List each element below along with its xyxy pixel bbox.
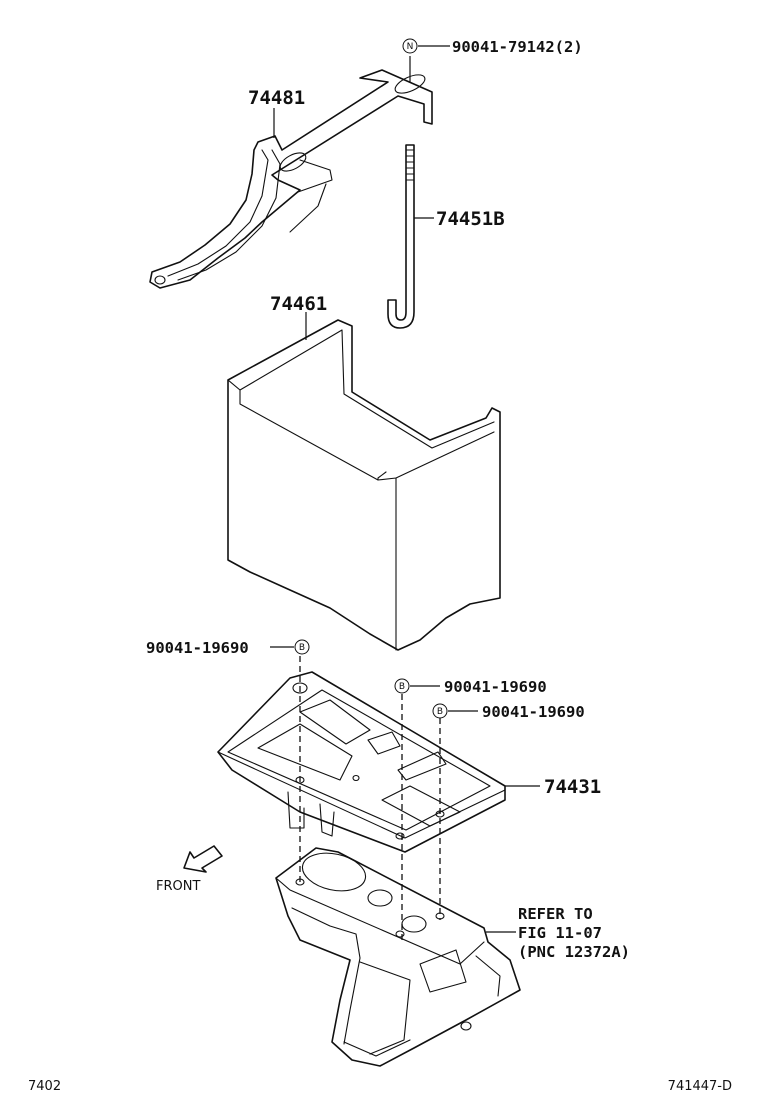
- page-code-left: 7402: [28, 1079, 61, 1094]
- label-bolt-right: 90041-19690: [482, 703, 585, 721]
- label-refer-line2: FIG 11-07: [518, 924, 602, 942]
- label-rod-74451B: 74451B: [436, 208, 505, 230]
- hold-down-rod-74451B: [387, 144, 415, 329]
- label-clamp-74481: 74481: [248, 87, 305, 109]
- badge-b-mid: B: [394, 678, 410, 694]
- battery-box-74461: [227, 319, 501, 651]
- badge-b-mid-text: B: [399, 682, 405, 692]
- label-front: FRONT: [156, 879, 200, 894]
- label-refer-line3: (PNC 12372A): [518, 943, 630, 961]
- battery-carrier-bracket: [275, 847, 521, 1067]
- badge-b-left-text: B: [299, 643, 305, 653]
- badge-b-right-text: B: [437, 707, 443, 717]
- label-tray-74431: 74431: [544, 776, 601, 798]
- badge-b-right: B: [432, 703, 448, 719]
- battery-tray-74431: [217, 671, 506, 853]
- label-box-74461: 74461: [270, 293, 327, 315]
- label-bolt-top: 90041-79142(2): [452, 38, 583, 56]
- label-bolt-mid: 90041-19690: [444, 678, 547, 696]
- badge-n-top-text: N: [407, 42, 414, 52]
- page-code-right: 741447-D: [668, 1079, 732, 1094]
- badge-b-left: B: [294, 639, 310, 655]
- badge-n-top: N: [402, 38, 418, 54]
- battery-clamp-74481: [149, 69, 433, 289]
- label-refer-line1: REFER TO: [518, 905, 593, 923]
- front-direction-arrow-icon: [183, 845, 223, 873]
- label-bolt-left: 90041-19690: [146, 639, 249, 657]
